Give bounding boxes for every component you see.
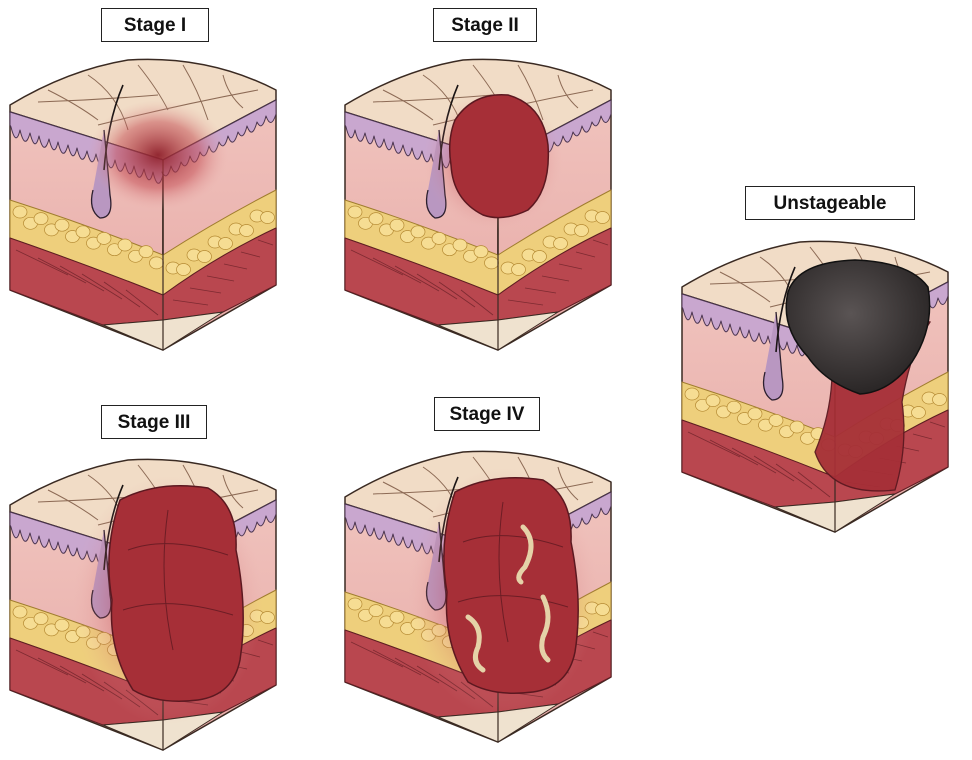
unstageable-tissue-block	[681, 240, 949, 533]
stage-4-label: Stage IV	[434, 397, 540, 431]
stage-2-tissue-block	[344, 58, 612, 351]
stage-1-tissue-block	[9, 58, 277, 351]
stage-3-label: Stage III	[101, 405, 207, 439]
stage-1-label: Stage I	[101, 8, 209, 42]
stage-3-tissue-block	[9, 458, 277, 751]
stage-2-label: Stage II	[433, 8, 537, 42]
stage-4-tissue-block	[344, 450, 612, 743]
unstageable-label: Unstageable	[745, 186, 915, 220]
